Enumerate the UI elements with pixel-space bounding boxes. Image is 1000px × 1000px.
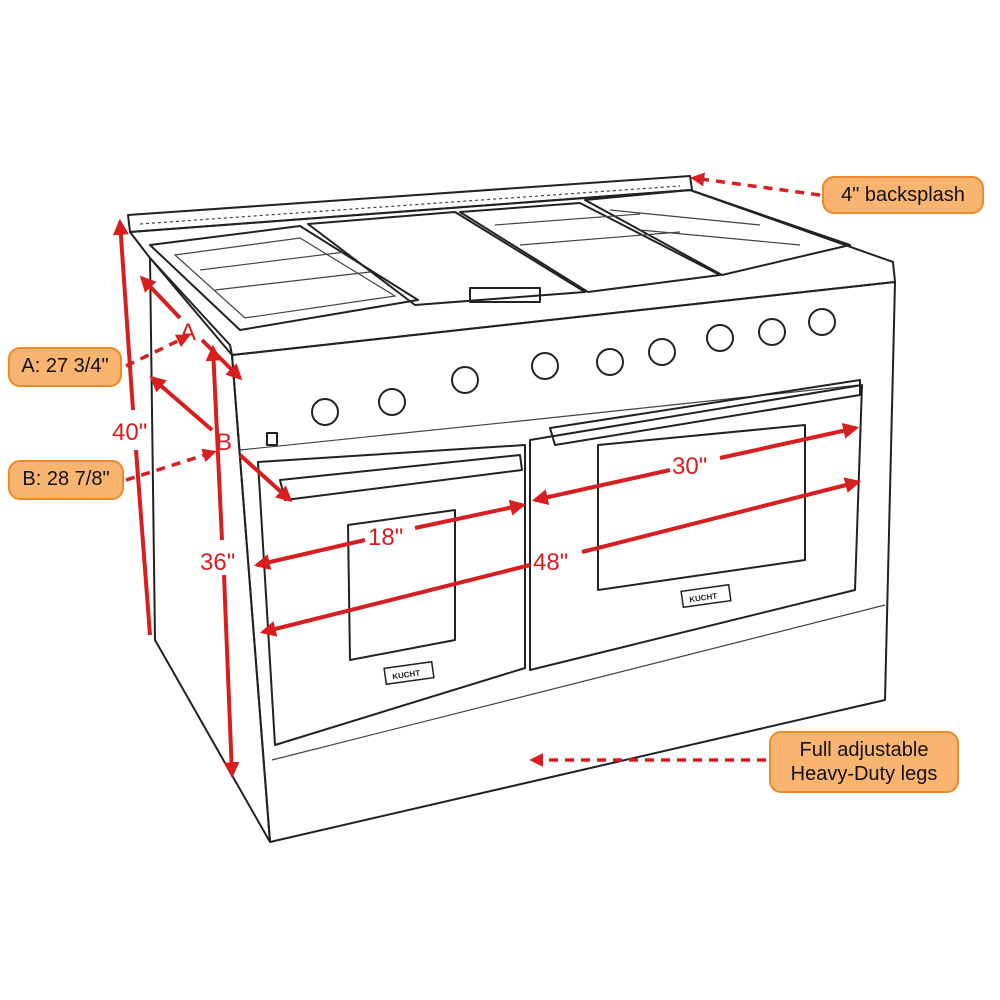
small-oven-window <box>347 509 456 661</box>
large-oven-window <box>597 424 806 591</box>
small-oven-door <box>257 444 526 746</box>
total-width-label: 48" <box>533 549 568 576</box>
dimension-lines <box>112 172 862 779</box>
cooktop <box>129 189 896 356</box>
small-oven-handle <box>279 454 523 501</box>
legs-callout-line2: Heavy-Duty legs <box>790 763 938 785</box>
griddle-handle <box>469 287 541 303</box>
front-face <box>231 281 896 843</box>
control-knobs <box>311 308 836 426</box>
depth-a-marker: A <box>180 319 196 346</box>
backsplash-callout: 4" backsplash <box>822 176 984 214</box>
griddle <box>307 211 586 306</box>
large-oven-handle <box>549 379 861 446</box>
brand-badge-small: KUCHT <box>383 660 435 686</box>
brand-badge-large: KUCHT <box>680 583 732 609</box>
small-oven-width-label: 18" <box>368 524 403 551</box>
legs-callout-line1: Full adjustable <box>799 739 929 761</box>
power-switch <box>266 432 278 446</box>
legs-callout: Full adjustable Heavy-Duty legs <box>769 731 959 793</box>
depth-b-marker: B <box>216 429 232 456</box>
burner-grate-left <box>149 225 419 331</box>
depth-a-callout: A: 27 3/4" <box>8 347 122 387</box>
backsplash <box>127 175 693 233</box>
svg-text:KUCHT: KUCHT <box>392 668 421 681</box>
burner-grate-center <box>459 202 721 293</box>
large-oven-door <box>529 384 863 671</box>
depth-b-callout: B: 28 7/8" <box>8 460 124 500</box>
total-height-label: 40" <box>112 419 147 446</box>
svg-text:KUCHT: KUCHT <box>689 591 718 604</box>
large-oven-width-label: 30" <box>672 453 707 480</box>
burner-grate-right <box>584 189 851 276</box>
cooking-height-label: 36" <box>200 549 235 576</box>
range-sketch: KUCHT KUCHT <box>127 175 896 843</box>
